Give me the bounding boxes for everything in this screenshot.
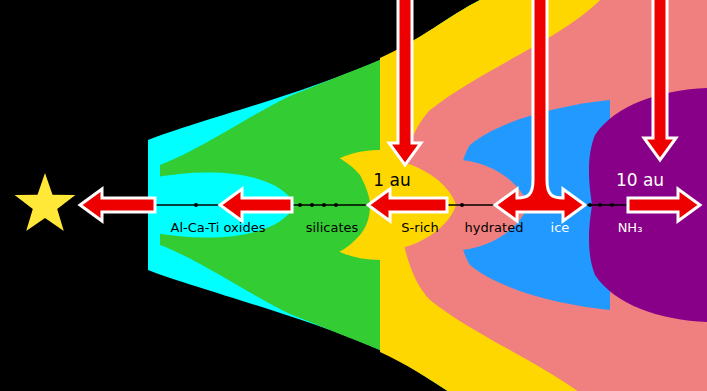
zone-label: hydrated bbox=[465, 221, 524, 236]
star-symbol bbox=[15, 173, 76, 231]
oxide-surface-layer bbox=[148, 0, 707, 391]
zone-label: S-rich bbox=[401, 221, 438, 236]
distance-label: 10 au bbox=[616, 171, 664, 191]
distance-label: 1 au bbox=[373, 171, 410, 191]
silicate-layer bbox=[160, 0, 707, 391]
zone-label: NH₃ bbox=[618, 221, 643, 236]
zone-label: Al-Ca-Ti oxides bbox=[171, 221, 266, 236]
zone-label: silicates bbox=[306, 221, 359, 236]
flow-arrows bbox=[80, 0, 700, 221]
zone-label: ice bbox=[551, 221, 570, 236]
